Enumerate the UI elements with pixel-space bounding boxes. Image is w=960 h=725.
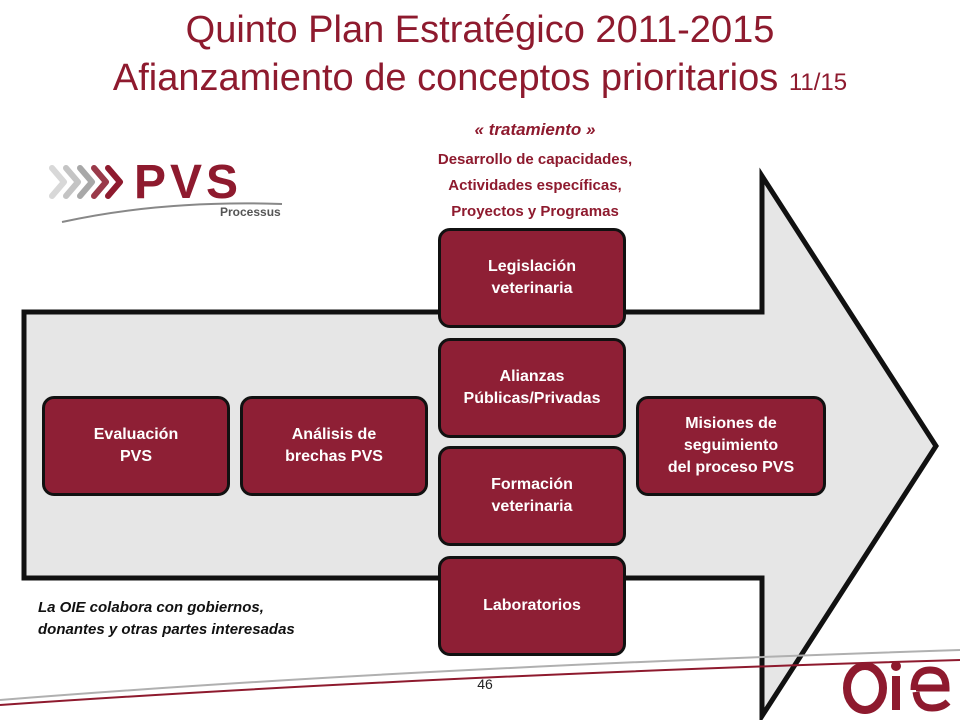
page-number: 46	[477, 676, 493, 692]
slide-title-line1: Quinto Plan Estratégico 2011-2015	[185, 9, 775, 51]
tratamiento-label: « tratamiento »	[474, 120, 596, 139]
box-formacion-veterinaria: Formación veterinaria	[438, 446, 626, 546]
pvs-logo-graphic: PVS Processus	[49, 156, 283, 223]
box-alianzas: Alianzas Públicas/Privadas	[438, 338, 626, 438]
description-line: Desarrollo de capacidades,	[437, 151, 633, 168]
pvs-logo: PVS Processus	[42, 150, 292, 232]
slide-title-line2: Afianzamiento de conceptos prioritarios …	[0, 56, 960, 105]
slide-counter: 11/15	[788, 69, 848, 96]
slide-title-text: Afianzamiento de conceptos prioritarios	[112, 57, 779, 99]
pvs-logo-main-text: PVS	[134, 156, 242, 209]
description-line: Actividades específicas,	[448, 177, 622, 194]
box-analisis-brechas: Análisis de brechas PVS	[240, 396, 428, 496]
oie-logo-graphic	[843, 661, 951, 714]
box-laboratorios: Laboratorios	[438, 556, 626, 656]
box-evaluacion-pvs: Evaluación PVS	[42, 396, 230, 496]
treatment-description: Desarrollo de capacidades, Actividades e…	[385, 147, 685, 225]
oie-logo	[830, 640, 960, 720]
partners-note: La OIE colabora con gobiernos, donantes …	[38, 599, 295, 638]
pvs-logo-sub-text: Processus	[220, 205, 281, 219]
box-misiones-seguimiento: Misiones de seguimiento del proceso PVS	[636, 396, 826, 496]
box-legislacion-veterinaria: Legislación veterinaria	[438, 228, 626, 328]
description-line: Proyectos y Programas	[451, 203, 619, 220]
